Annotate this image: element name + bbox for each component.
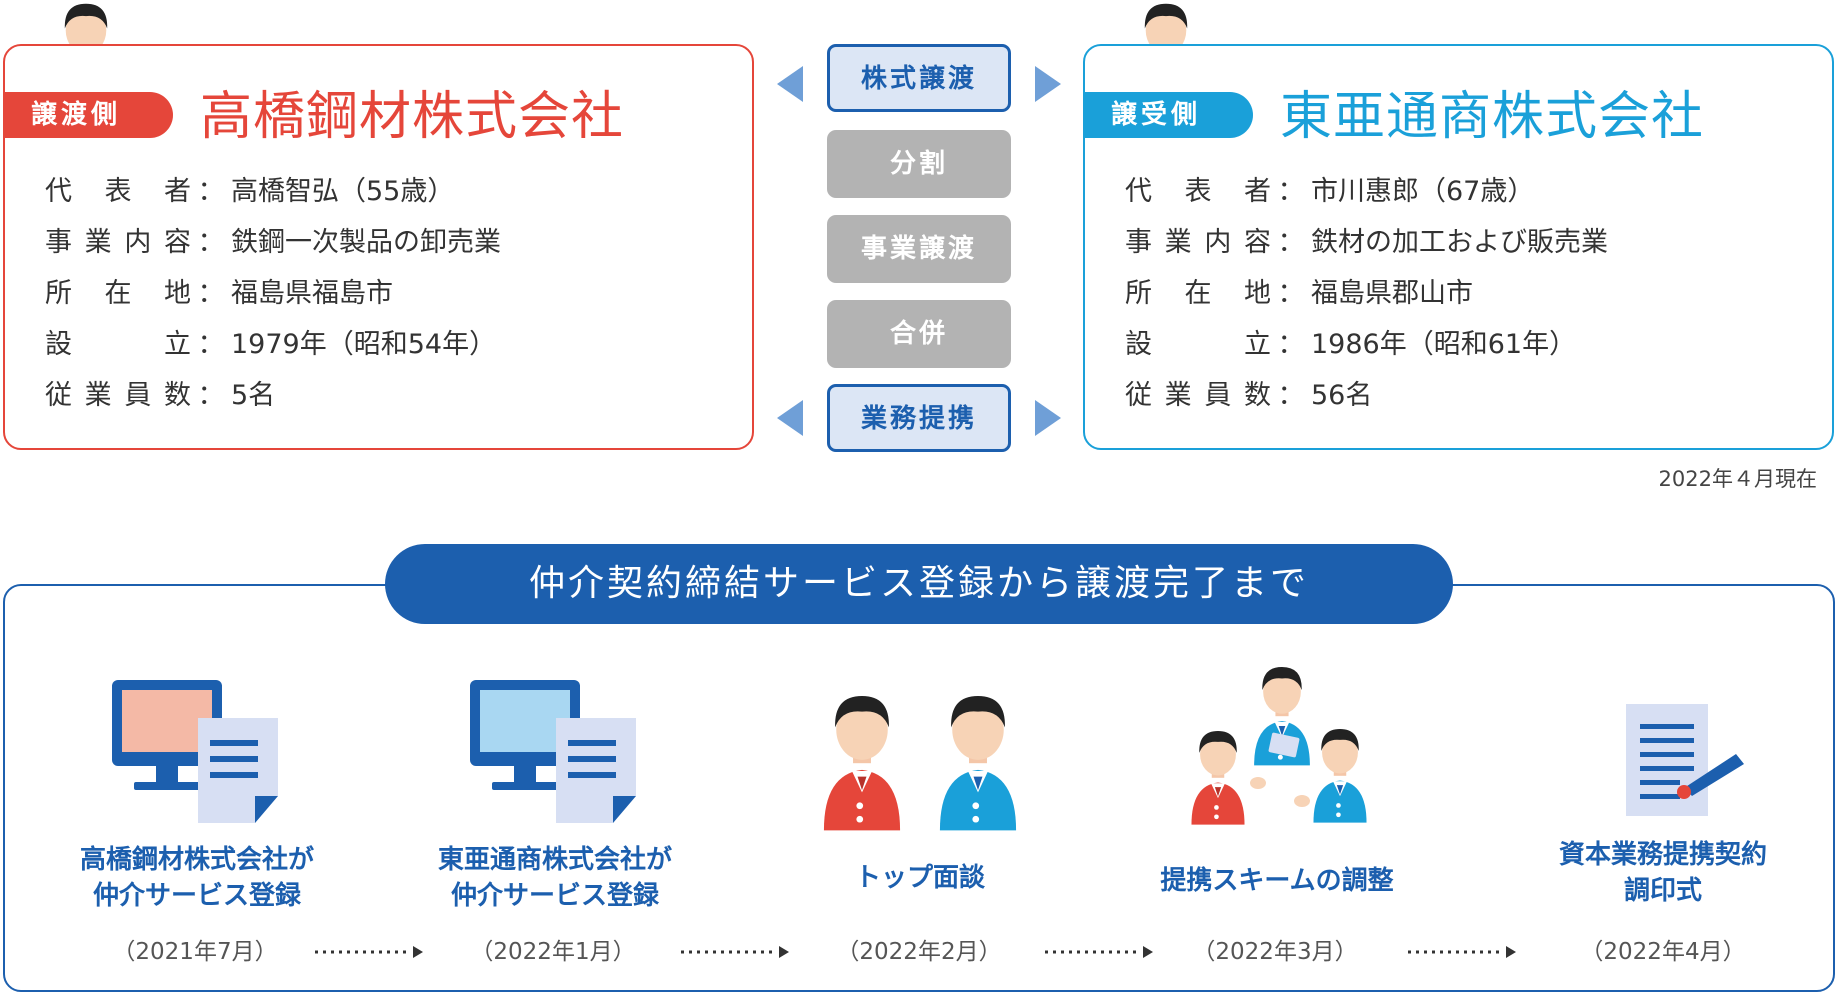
info-label: 所在地: [1125, 278, 1271, 309]
arrow-left-icon: [777, 66, 803, 102]
transferor-info-table: 代表者 ： 高橋智弘（55歳） 事業内容 ： 鉄鋼一次製品の卸売業 所在地 ： …: [45, 166, 501, 421]
info-label: 事業内容: [1125, 227, 1271, 258]
info-separator: ：: [1277, 176, 1305, 207]
arrow-left-icon: [777, 400, 803, 436]
info-label: 設立: [1125, 329, 1271, 360]
transferee-company-name: 東亜通商株式会社: [1280, 87, 1705, 147]
info-separator: ：: [197, 329, 225, 360]
info-row: 代表者 ： 高橋智弘（55歳）: [45, 166, 501, 217]
timeline-step-date: （2022年4月）: [1580, 939, 1746, 965]
timeline-title: 仲介契約締結サービス登録から譲渡完了まで: [385, 544, 1453, 624]
info-row: 所在地 ： 福島県郡山市: [1125, 268, 1608, 319]
method-business-transfer: 事業譲渡: [827, 215, 1011, 283]
transferee-card: 譲受側 東亜通商株式会社 代表者 ： 市川惠郎（67歳） 事業内容 ： 鉄材の加…: [1083, 44, 1834, 450]
timeline-step-label: 資本業務提携契約 調印式: [1558, 840, 1767, 906]
info-row: 従業員数 ： 5名: [45, 370, 501, 421]
info-value: 1979年（昭和54年）: [231, 329, 497, 360]
transferor-role-tag: 譲渡側: [3, 92, 173, 138]
two-people-icon: [823, 696, 1017, 831]
as-of-date: 2022年４月現在: [1658, 467, 1817, 491]
info-separator: ：: [197, 227, 225, 258]
info-row: 設立 ： 1986年（昭和61年）: [1125, 319, 1608, 370]
dotted-arrow-icon: [315, 946, 423, 958]
info-label: 代表者: [45, 176, 191, 207]
timeline-step-label: 提携スキームの調整: [1160, 866, 1394, 896]
method-business-alliance: 業務提携: [827, 384, 1011, 452]
info-separator: ：: [1277, 278, 1305, 309]
info-row: 所在地 ： 福島県福島市: [45, 268, 501, 319]
contract-signing-icon: [1626, 704, 1744, 816]
info-value: 5名: [231, 380, 276, 411]
info-row: 事業内容 ： 鉄材の加工および販売業: [1125, 217, 1608, 268]
info-label: 従業員数: [45, 380, 191, 411]
info-value: 福島県郡山市: [1311, 278, 1473, 309]
info-value: 高橋智弘（55歳）: [231, 176, 455, 207]
info-value: 福島県福島市: [231, 278, 393, 309]
timeline-step-date: （2022年1月）: [470, 939, 636, 965]
timeline-step-label: 東亜通商株式会社が 仲介サービス登録: [437, 845, 672, 911]
dotted-arrow-icon: [1045, 946, 1153, 958]
method-split: 分割: [827, 130, 1011, 198]
info-separator: ：: [197, 278, 225, 309]
info-separator: ：: [1277, 329, 1305, 360]
transferor-card: 譲渡側 高橋鋼材株式会社 代表者 ： 高橋智弘（55歳） 事業内容 ： 鉄鋼一次…: [3, 44, 754, 450]
timeline-step-label: トップ面談: [854, 863, 985, 893]
dotted-arrow-icon: [1408, 946, 1516, 958]
method-merger: 合併: [827, 300, 1011, 368]
arrow-right-icon: [1035, 66, 1061, 102]
transferee-role-tag: 譲受側: [1083, 92, 1253, 138]
transferee-info-table: 代表者 ： 市川惠郎（67歳） 事業内容 ： 鉄材の加工および販売業 所在地 ：…: [1125, 166, 1608, 421]
computer-document-icon: [112, 680, 278, 823]
info-row: 設立 ： 1979年（昭和54年）: [45, 319, 501, 370]
info-value: 市川惠郎（67歳）: [1311, 176, 1535, 207]
info-row: 代表者 ： 市川惠郎（67歳）: [1125, 166, 1608, 217]
timeline-step-date: （2022年3月）: [1192, 939, 1358, 965]
info-value: 鉄材の加工および販売業: [1311, 227, 1608, 258]
method-share-transfer: 株式譲渡: [827, 44, 1011, 112]
info-value: 1986年（昭和61年）: [1311, 329, 1577, 360]
timeline-step-date: （2022年2月）: [836, 939, 1002, 965]
info-label: 所在地: [45, 278, 191, 309]
info-row: 事業内容 ： 鉄鋼一次製品の卸売業: [45, 217, 501, 268]
info-value: 鉄鋼一次製品の卸売業: [231, 227, 501, 258]
info-separator: ：: [197, 380, 225, 411]
transferor-company-name: 高橋鋼材株式会社: [200, 87, 625, 147]
meeting-icon: [1191, 667, 1367, 825]
info-separator: ：: [1277, 380, 1305, 411]
timeline-step-date: （2021年7月）: [112, 939, 278, 965]
info-row: 従業員数 ： 56名: [1125, 370, 1608, 421]
info-label: 代表者: [1125, 176, 1271, 207]
computer-document-icon: [470, 680, 636, 823]
timeline-step-label: 高橋鋼材株式会社が 仲介サービス登録: [79, 845, 314, 911]
info-label: 従業員数: [1125, 380, 1271, 411]
info-separator: ：: [197, 176, 225, 207]
info-label: 事業内容: [45, 227, 191, 258]
dotted-arrow-icon: [681, 946, 789, 958]
arrow-right-icon: [1035, 400, 1061, 436]
info-value: 56名: [1311, 380, 1373, 411]
info-separator: ：: [1277, 227, 1305, 258]
info-label: 設立: [45, 329, 191, 360]
